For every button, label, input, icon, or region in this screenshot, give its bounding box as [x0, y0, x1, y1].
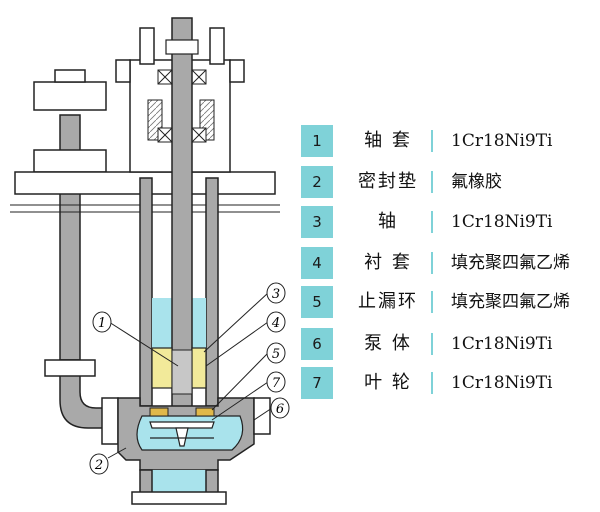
- impeller: [149, 421, 215, 447]
- leader-lines: [107, 292, 273, 459]
- part-name: 轴: [378, 211, 398, 232]
- separator: [431, 130, 433, 152]
- svg-text:3: 3: [272, 287, 280, 302]
- pump-shaft: [165, 17, 199, 411]
- svg-text:5: 5: [272, 347, 280, 362]
- separator: [431, 211, 433, 233]
- svg-text:4: 4: [271, 316, 280, 331]
- callout-1: 1: [92, 311, 112, 333]
- part-number-badge: 7: [301, 367, 333, 399]
- part-material: 填充聚四氟乙烯: [451, 292, 570, 312]
- part-name: 泵 体: [364, 333, 412, 354]
- part-material: 填充聚四氟乙烯: [451, 253, 570, 273]
- part-number-badge: 6: [301, 328, 333, 360]
- pump-cross-section-diagram: 1 2 3 4 5 7 6: [10, 17, 290, 505]
- part-name: 叶 轮: [364, 372, 412, 393]
- callout-7: 7: [266, 371, 286, 393]
- separator: [431, 372, 433, 394]
- part-material: 1Cr18Ni9Ti: [451, 373, 553, 393]
- part-name: 衬 套: [364, 252, 412, 273]
- part-material: 1Cr18Ni9Ti: [451, 131, 553, 151]
- legend-row-3: 3 轴 1Cr18Ni9Ti: [301, 206, 597, 238]
- svg-text:7: 7: [272, 376, 281, 391]
- legend-row-4: 4 衬 套 填充聚四氟乙烯: [301, 247, 597, 279]
- separator: [431, 171, 433, 193]
- part-number-badge: 3: [301, 206, 333, 238]
- part-number-badge: 5: [301, 286, 333, 318]
- part-number-badge: 4: [301, 247, 333, 279]
- part-material: 氟橡胶: [451, 172, 502, 192]
- svg-text:6: 6: [276, 402, 284, 417]
- part-number-badge: 1: [301, 125, 333, 157]
- part-name: 轴 套: [364, 130, 412, 151]
- callout-5: 5: [266, 342, 286, 364]
- callout-4: 4: [266, 311, 286, 333]
- part-name: 止漏环: [358, 291, 418, 312]
- pump-body: [117, 397, 271, 471]
- separator: [431, 333, 433, 355]
- separator: [431, 291, 433, 313]
- part-number-badge: 2: [301, 166, 333, 198]
- outlet-pipe: [33, 69, 119, 445]
- legend-row-2: 2 密封垫 氟橡胶: [301, 166, 597, 198]
- callout-6: 6: [270, 397, 290, 419]
- suction-inlet: [131, 469, 227, 505]
- bearing-right: [191, 69, 207, 143]
- part-material: 1Cr18Ni9Ti: [451, 334, 553, 354]
- bearing-left: [157, 69, 173, 143]
- callout-3: 3: [266, 282, 286, 304]
- svg-text:1: 1: [98, 316, 106, 331]
- part-name: 密封垫: [358, 171, 418, 192]
- legend-row-5: 5 止漏环 填充聚四氟乙烯: [301, 286, 597, 318]
- callout-2: 2: [89, 453, 109, 475]
- legend-row-6: 6 泵 体 1Cr18Ni9Ti: [301, 328, 597, 360]
- separator: [431, 252, 433, 274]
- part-material: 1Cr18Ni9Ti: [451, 212, 553, 232]
- legend-row-1: 1 轴 套 1Cr18Ni9Ti: [301, 125, 597, 157]
- svg-text:2: 2: [94, 458, 103, 473]
- legend-row-7: 7 叶 轮 1Cr18Ni9Ti: [301, 367, 597, 399]
- bushing-assembly: [151, 347, 207, 395]
